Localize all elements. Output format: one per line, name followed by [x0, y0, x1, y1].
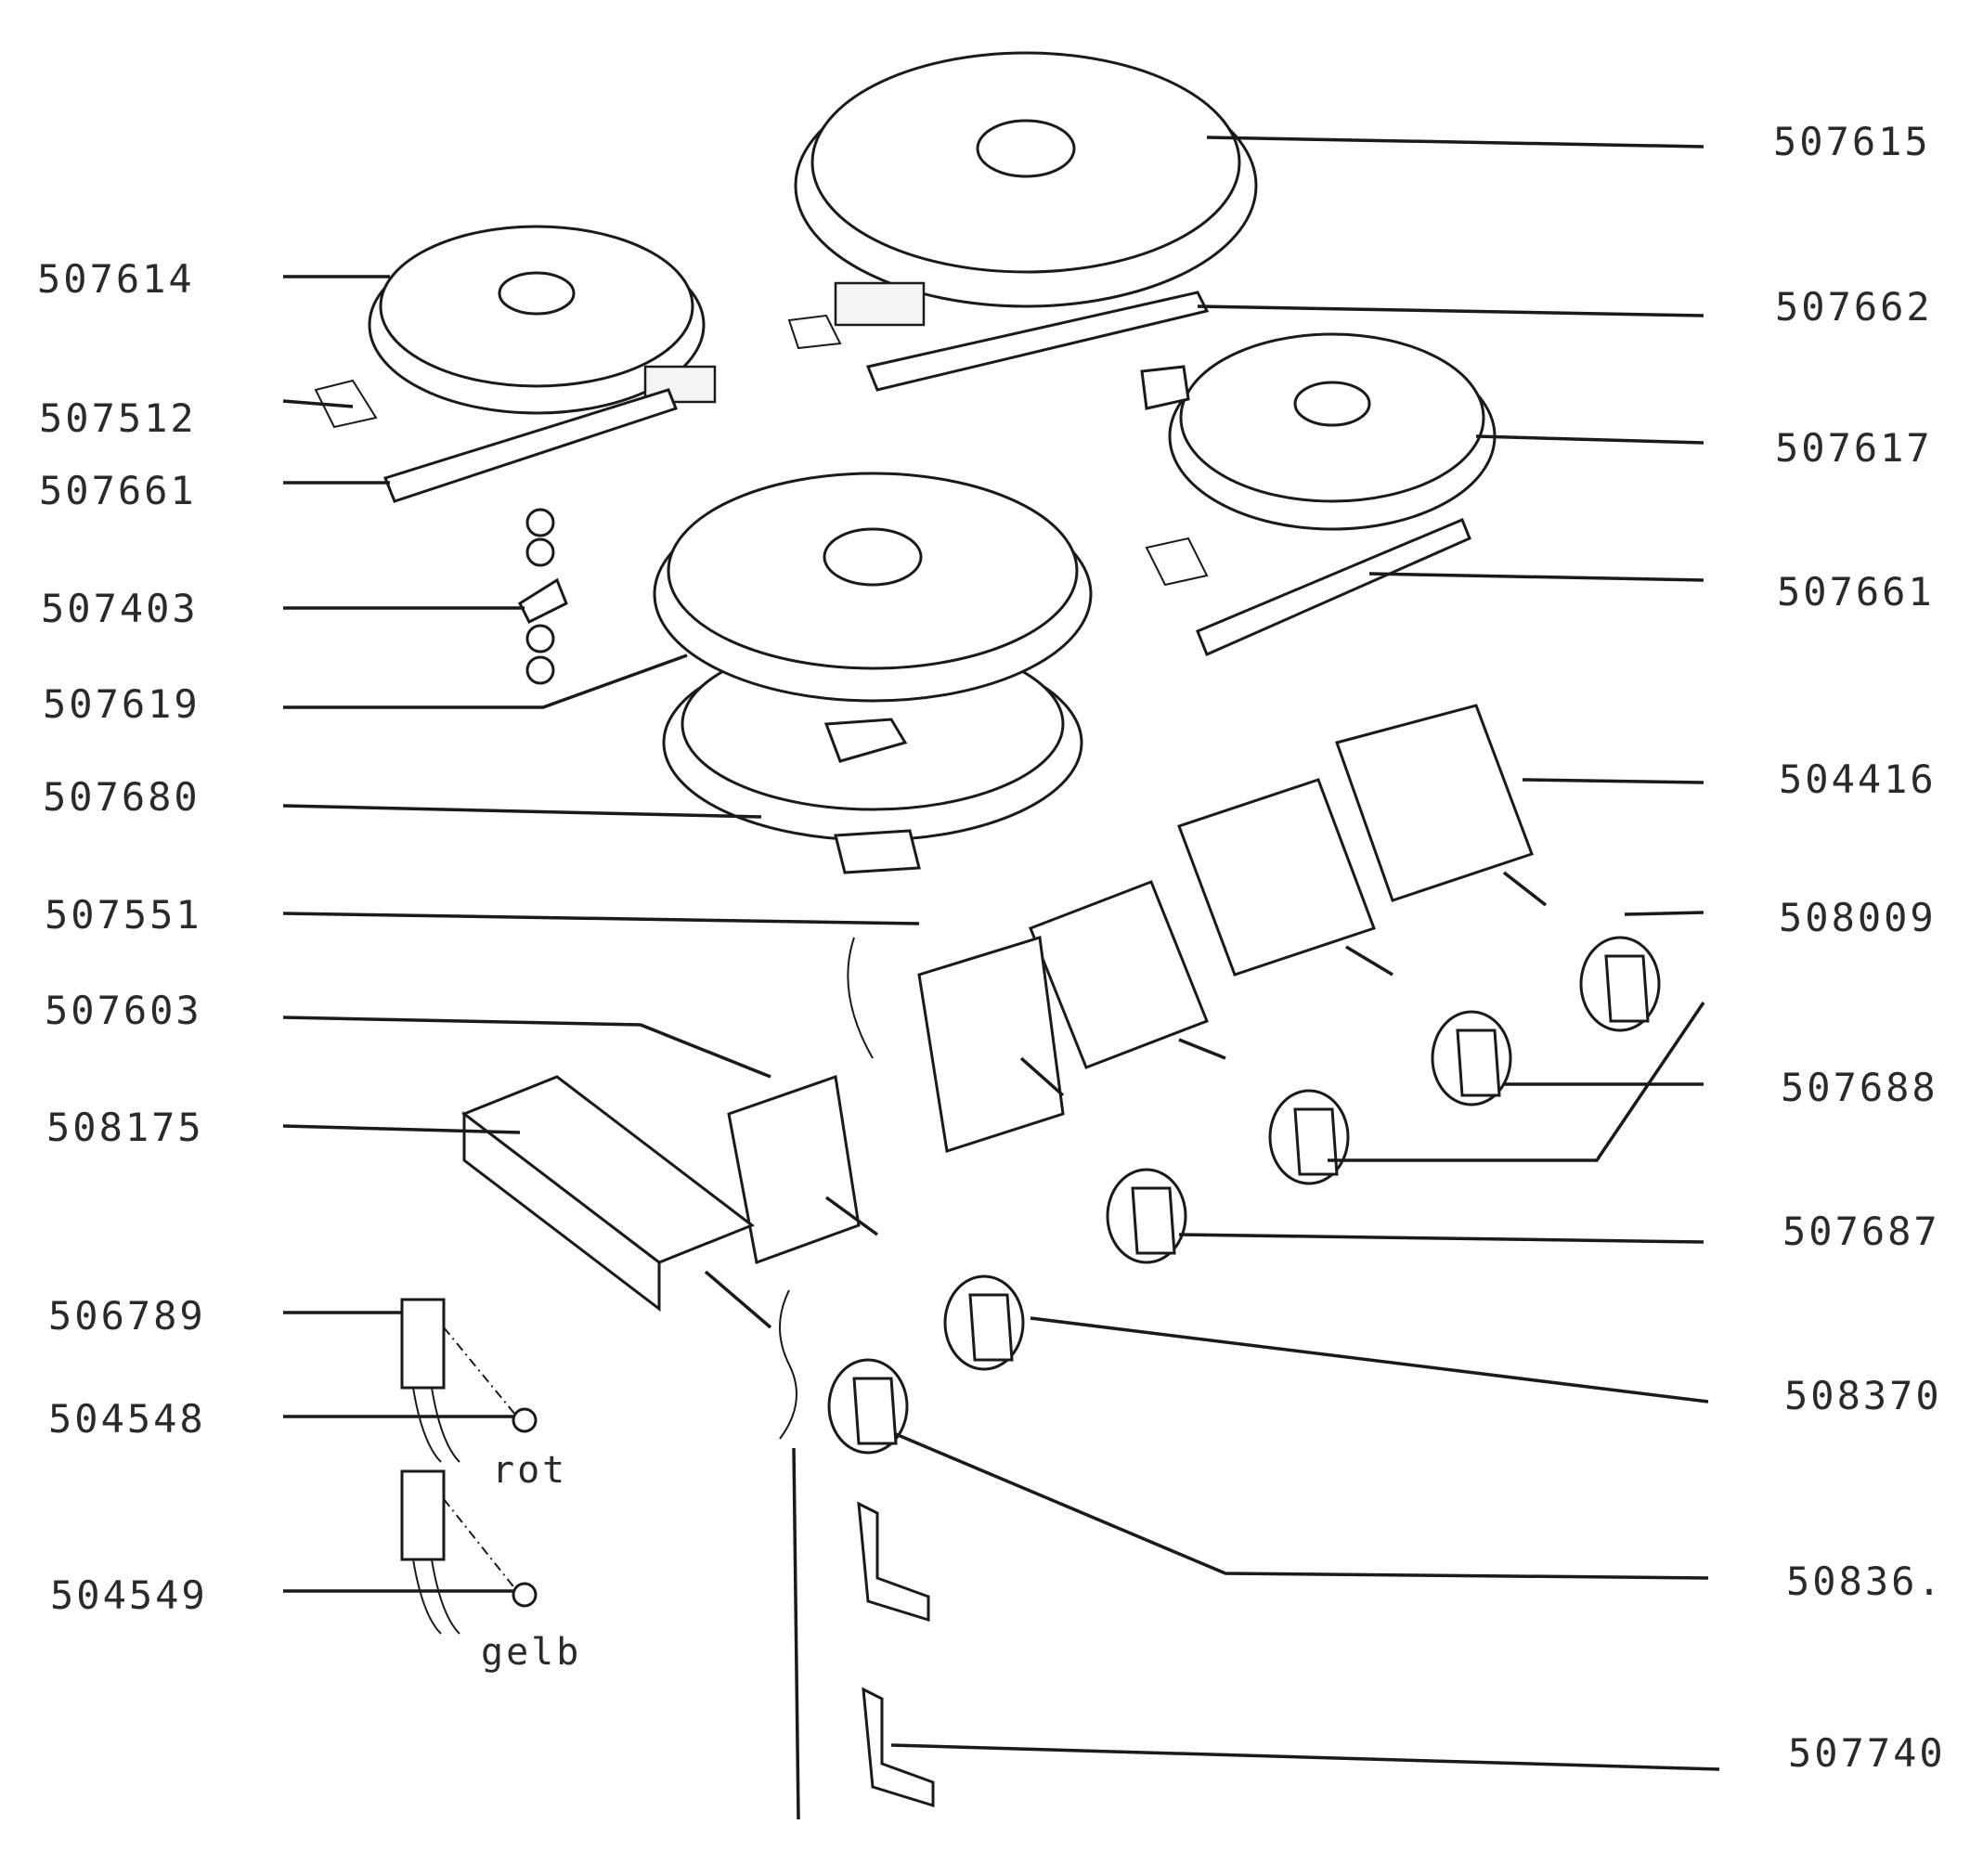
- switch-block-drawing-3: [1335, 704, 1548, 907]
- label-507603: 507603: [45, 988, 202, 1033]
- label-507615: 507615: [1773, 119, 1931, 164]
- knob-drawing-2: [1431, 1010, 1512, 1106]
- label-507662: 507662: [1775, 284, 1933, 330]
- knob-drawing-5: [943, 1274, 1025, 1371]
- switch-block-drawing-1: [1029, 880, 1226, 1069]
- label-507403: 507403: [41, 586, 199, 631]
- label-508009: 508009: [1779, 895, 1937, 940]
- screw-stack-drawing: [518, 508, 568, 685]
- knob-drawing-4: [1106, 1168, 1187, 1264]
- terminal-block-drawing: [460, 1075, 772, 1329]
- knob-drawing-1: [1579, 936, 1661, 1032]
- regulator-drawing: [847, 936, 1065, 1153]
- indicator-lamp-red-drawing: [400, 1298, 538, 1463]
- label-507617: 507617: [1775, 425, 1933, 471]
- label-508175: 508175: [46, 1105, 204, 1150]
- label-507661-right: 507661: [1777, 569, 1935, 615]
- label-507688: 507688: [1781, 1065, 1938, 1110]
- label-507687: 507687: [1782, 1209, 1940, 1254]
- label-507551: 507551: [45, 892, 202, 938]
- label-504416: 504416: [1779, 757, 1937, 802]
- leader-lines-right: [890, 136, 1720, 1771]
- knob-drawing-6: [827, 1358, 909, 1455]
- thermostat-drawing: [727, 1074, 879, 1820]
- wire-color-gelb: gelb: [481, 1631, 581, 1674]
- switch-block-drawing-2: [1177, 778, 1393, 977]
- label-507512: 507512: [39, 395, 197, 441]
- leader-lines-left: [282, 275, 920, 1593]
- label-507619: 507619: [43, 681, 201, 727]
- label-507680: 507680: [43, 774, 201, 820]
- label-507614: 507614: [37, 256, 195, 302]
- bracket-drawing-2: [862, 1687, 935, 1808]
- wire-color-rot: rot: [492, 1449, 567, 1492]
- label-507740: 507740: [1788, 1730, 1946, 1776]
- label-506789: 506789: [48, 1293, 206, 1339]
- label-504549: 504549: [50, 1572, 208, 1618]
- small-hotplate-drawing: [314, 225, 717, 503]
- large-hotplate-drawing: [787, 51, 1258, 392]
- label-504548: 504548: [48, 1396, 206, 1442]
- bracket-drawing-1: [857, 1501, 930, 1623]
- knob-drawing-3: [1268, 1089, 1350, 1185]
- label-50836: 50836.: [1786, 1559, 1944, 1604]
- indicator-lamp-yellow-drawing: [400, 1469, 538, 1635]
- label-508370: 508370: [1784, 1373, 1942, 1418]
- front-hotplate-drawing: [653, 472, 1093, 874]
- label-507661-left: 507661: [39, 468, 197, 513]
- medium-hotplate-drawing: [1140, 332, 1497, 657]
